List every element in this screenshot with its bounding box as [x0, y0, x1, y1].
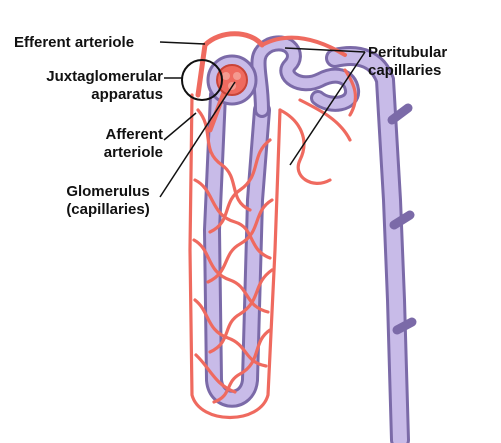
juxtaglomerular-line-2: apparatus: [91, 86, 163, 103]
leader-lines: [159, 41, 366, 198]
juxtaglomerular-highlight: [181, 59, 223, 101]
efferent-arteriole-text: Efferent arteriole: [14, 34, 135, 51]
efferent-arteriole-label: Efferent arteriole: [14, 34, 134, 52]
juxtaglomerular-line-1: Juxtaglomerular: [46, 68, 163, 85]
afferent-line-1: Afferent: [105, 126, 163, 143]
juxtaglomerular-label: Juxtaglomerular apparatus: [18, 68, 163, 104]
afferent-arteriole-label: Afferent arteriole: [70, 126, 163, 162]
peritubular-capillaries-label: Peritubular capillaries: [368, 44, 447, 80]
glomerulus-line-1: Glomerulus: [66, 183, 150, 200]
glomerulus: [216, 64, 248, 96]
peritubular-line-2: capillaries: [368, 62, 442, 79]
peritubular-line-1: Peritubular: [368, 44, 448, 61]
collecting-duct: [325, 46, 417, 443]
glomerulus-line-2: (capillaries): [66, 201, 150, 218]
loop-of-henle: [202, 35, 360, 408]
afferent-line-2: arteriole: [103, 144, 163, 161]
glomerulus-label: Glomerulus (capillaries): [52, 183, 164, 219]
